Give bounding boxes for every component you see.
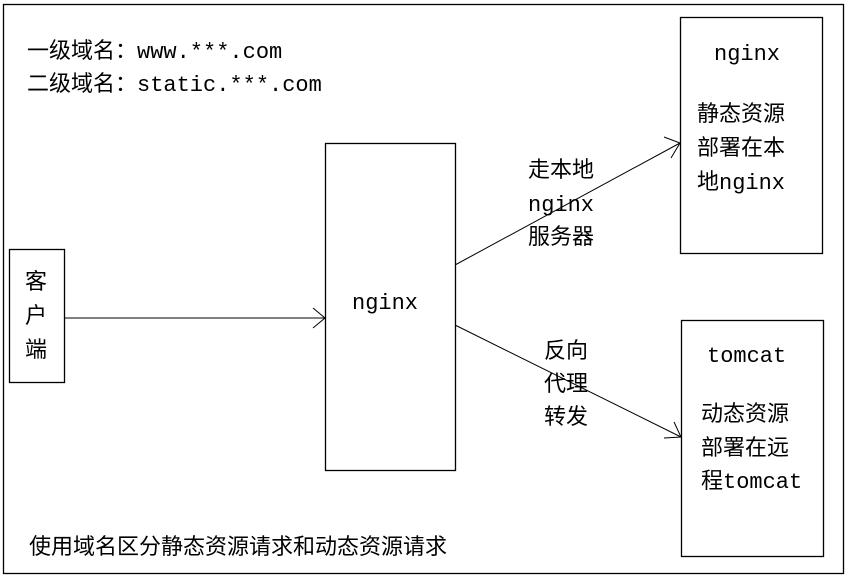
proxy-route-label-2: 代理: [544, 372, 588, 398]
proxy-route-label-1: 反向: [544, 339, 588, 365]
footer-caption: 使用域名区分静态资源请求和动态资源请求: [29, 535, 447, 561]
primary-domain-label: 一级域名：www.***.com: [27, 39, 282, 65]
static-nginx-box: nginx 静态资源 部署在本 地nginx: [679, 16, 824, 255]
static-server-title: nginx: [714, 42, 780, 67]
dynamic-server-desc-3: 程tomcat: [701, 469, 802, 495]
static-route-label-2: nginx: [528, 193, 594, 218]
dynamic-server-desc-1: 动态资源: [701, 402, 789, 428]
client-box: 客 户 端: [8, 248, 66, 384]
nginx-proxy-box: nginx: [324, 142, 457, 472]
client-label-3: 端: [25, 338, 47, 364]
client-label-2: 户: [25, 304, 47, 330]
static-server-desc-1: 静态资源: [697, 102, 785, 128]
secondary-domain-label: 二级域名：static.***.com: [27, 72, 322, 98]
static-route-label-1: 走本地: [528, 158, 594, 184]
dynamic-server-desc-2: 部署在远: [701, 436, 789, 462]
static-server-desc-3: 地nginx: [697, 170, 785, 196]
nginx-proxy-label: nginx: [352, 291, 418, 316]
client-to-nginx-arrow: [64, 307, 326, 329]
static-server-desc-2: 部署在本: [697, 136, 785, 162]
nginx-to-tomcat-arrow: [454, 324, 682, 439]
dynamic-server-title: tomcat: [707, 344, 786, 369]
tomcat-box: tomcat 动态资源 部署在远 程tomcat: [680, 319, 825, 558]
client-label-1: 客: [25, 270, 47, 296]
static-route-label-3: 服务器: [528, 225, 594, 251]
proxy-route-label-3: 转发: [544, 405, 588, 431]
nginx-to-static-arrow: [454, 136, 681, 266]
